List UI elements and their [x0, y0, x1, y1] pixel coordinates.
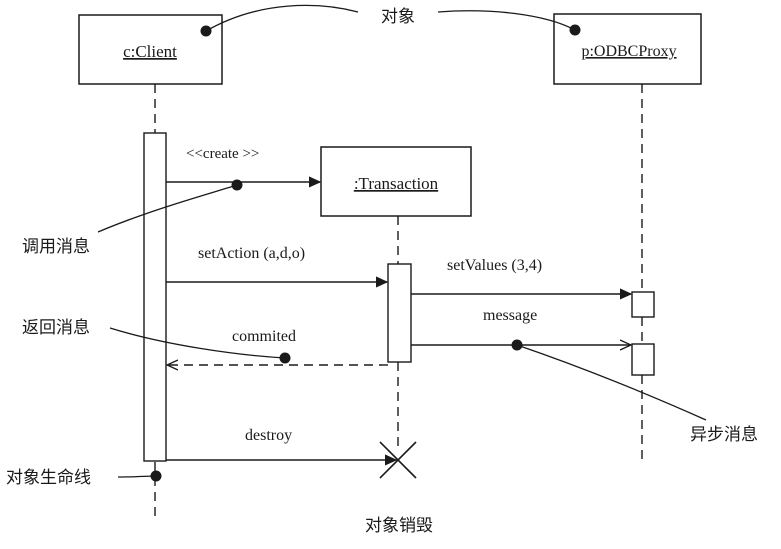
object-callout-dot-right [569, 24, 581, 36]
async-message-dot [511, 339, 523, 351]
transaction-object: :Transaction [320, 146, 472, 217]
return-message: commited [167, 328, 388, 365]
proxy-object: p:ODBCProxy [553, 13, 702, 85]
transaction-object-box [320, 146, 472, 217]
object-callout-right [437, 10, 576, 31]
client-object-box [78, 14, 223, 85]
client-object-label: c:Client [123, 42, 177, 61]
object-annotation: 对象 [381, 7, 415, 27]
return-message-callout [109, 327, 286, 359]
proxy-activation-bar-2 [631, 343, 655, 376]
transaction-activation-bar [387, 263, 412, 363]
return-message-annotation: 返回消息 [22, 318, 90, 338]
object-callout-dot-left [200, 25, 212, 37]
call-message-dot [231, 179, 243, 191]
async-message: message [411, 307, 631, 345]
client-activation-bar [143, 132, 167, 462]
proxy-object-box [553, 13, 702, 85]
destroy-message: destroy [166, 427, 396, 460]
destruction-x-icon [379, 441, 417, 479]
lifeline-annotation: 对象生命线 [6, 468, 91, 488]
transaction-object-label: :Transaction [354, 174, 439, 193]
async-message-annotation: 异步消息 [690, 425, 758, 445]
call-message-annotation: 调用消息 [22, 237, 90, 257]
lifeline-callout [117, 475, 157, 478]
create-message-label: <<create >> [186, 146, 259, 162]
async-message-label: message [483, 307, 537, 324]
proxy-object-label: p:ODBCProxy [581, 43, 676, 60]
async-message-callout [516, 344, 707, 421]
proxy-activation-bar-1 [631, 291, 655, 318]
create-message: <<create >> [166, 146, 320, 182]
destruction-annotation: 对象销毁 [365, 516, 433, 536]
return-message-dot [279, 352, 291, 364]
call-message-callout [97, 184, 238, 233]
destroy-message-label: destroy [245, 427, 292, 444]
set-values-message-label: setValues (3,4) [447, 257, 542, 274]
return-message-label: commited [232, 328, 296, 345]
object-callout-left [205, 4, 359, 32]
lifeline-dot [150, 470, 162, 482]
set-action-message-label: setAction (a,d,o) [198, 245, 305, 262]
client-object: c:Client [78, 14, 223, 85]
set-values-message: setValues (3,4) [411, 257, 631, 294]
set-action-message: setAction (a,d,o) [166, 245, 387, 282]
